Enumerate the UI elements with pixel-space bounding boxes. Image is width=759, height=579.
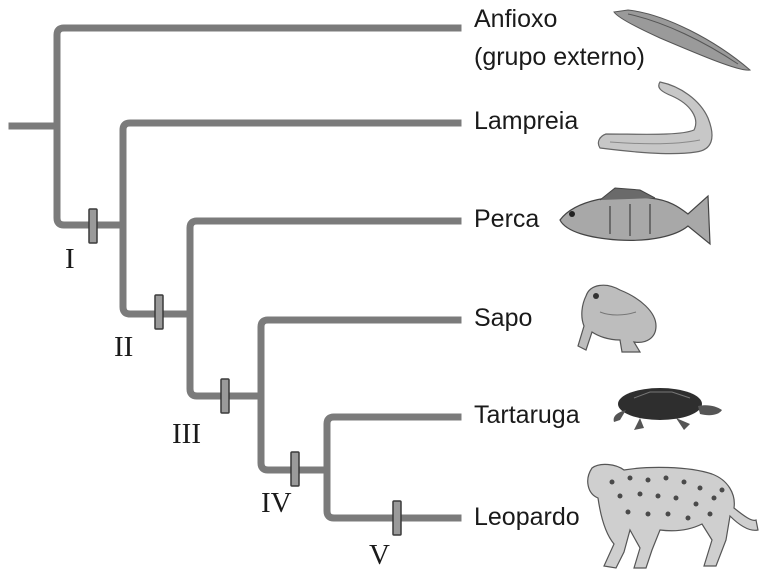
branch-perca <box>190 221 458 314</box>
marker-II <box>155 295 163 329</box>
marker-V <box>393 501 401 535</box>
taxon-label-tartaruga: Tartaruga <box>474 400 580 430</box>
marker-III <box>221 379 229 413</box>
lamprey-icon <box>598 82 712 154</box>
turtle-icon <box>614 388 722 430</box>
character-label-II: II <box>114 332 133 362</box>
leopard-icon <box>588 464 758 568</box>
branch-anfioxo <box>57 28 458 126</box>
branch-tartaruga <box>327 417 458 470</box>
character-label-IV: IV <box>261 488 292 518</box>
character-label-I: I <box>65 244 75 274</box>
character-label-V: V <box>369 540 390 570</box>
character-label-III: III <box>172 419 201 449</box>
frog-icon <box>578 285 656 352</box>
branches <box>12 28 458 518</box>
marker-IV <box>291 452 299 486</box>
taxon-label-lampreia: Lampreia <box>474 106 578 136</box>
taxon-label-sapo: Sapo <box>474 303 532 333</box>
taxon-label-anfioxo: Anfioxo <box>474 4 557 34</box>
branch-sapo <box>261 320 458 396</box>
character-markers <box>89 209 401 535</box>
branch-lampreia <box>123 123 458 225</box>
taxon-note-outgroup: (grupo externo) <box>474 42 645 72</box>
perch-fish-icon <box>560 188 710 244</box>
taxon-label-leopardo: Leopardo <box>474 502 580 532</box>
taxon-label-perca: Perca <box>474 204 539 234</box>
marker-I <box>89 209 97 243</box>
